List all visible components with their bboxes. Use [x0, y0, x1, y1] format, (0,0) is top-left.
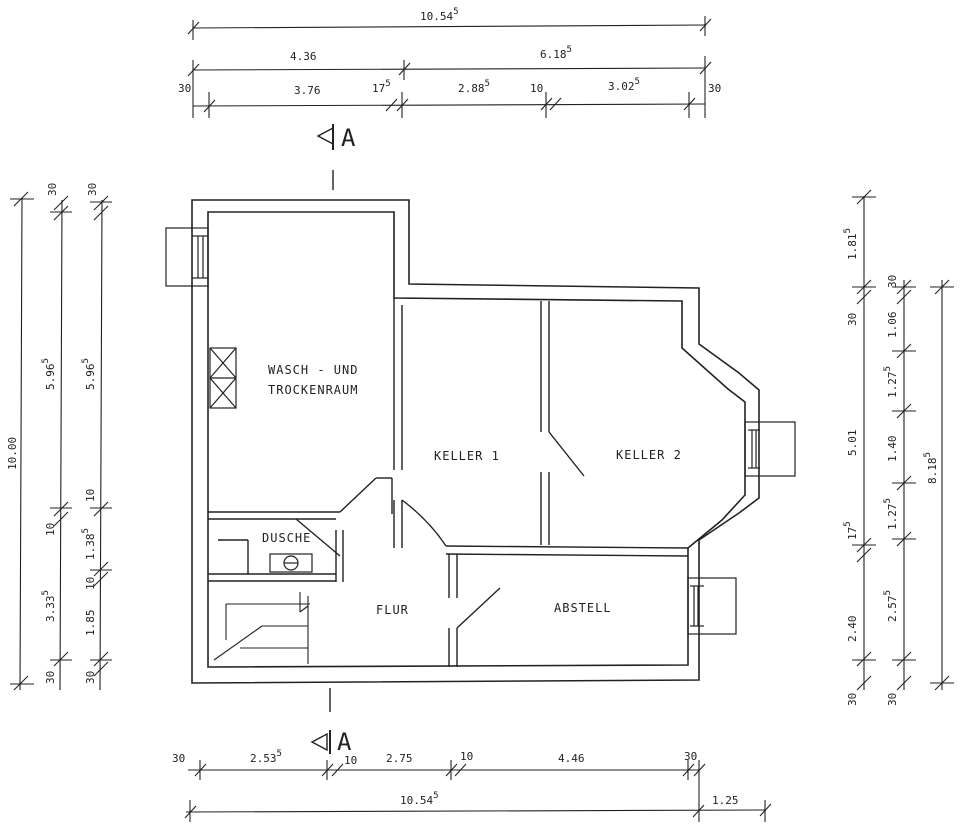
- bottom-wall2-label: 10: [344, 754, 357, 767]
- bottom-span1-label: 2.535: [250, 749, 282, 765]
- top-span3-label: 3.025: [608, 77, 640, 93]
- bottom-span2-label: 2.75: [386, 752, 413, 765]
- shower-fixture: [269, 553, 313, 573]
- top-span1-label: 3.76: [294, 84, 321, 97]
- top-wall2-label: 175: [372, 79, 391, 95]
- right-d-label: 1.40: [886, 436, 899, 463]
- vent-shaft: [209, 347, 237, 409]
- left-mid1-label: 5.965: [41, 358, 57, 390]
- right-e-label: 1.275: [883, 498, 899, 530]
- right-wall1-label: 30: [846, 313, 859, 326]
- left-wall-b-label: 10: [84, 489, 97, 502]
- left-wall-top2-label: 30: [86, 183, 99, 196]
- left-mid2-label: 5.965: [81, 358, 97, 390]
- bottom-wall-right-label: 30: [684, 750, 697, 763]
- right-dimensions: [852, 189, 954, 691]
- windows: [165, 227, 796, 635]
- left-low-label: 3.335: [41, 590, 57, 622]
- top-wall-left-label: 30: [178, 82, 191, 95]
- room-label-dusche: DUSCHE: [262, 531, 311, 545]
- staircase: [213, 592, 310, 664]
- room-label-flur: FLUR: [376, 603, 409, 617]
- room-label-wasch-1: WASCH - UND: [268, 363, 358, 377]
- top-wall3-label: 10: [530, 82, 543, 95]
- bottom-span3-label: 4.46: [558, 752, 585, 765]
- top-wall-right-label: 30: [708, 82, 721, 95]
- right-top-label: 1.815: [843, 228, 859, 260]
- section-label-top: A: [341, 124, 356, 152]
- left-m1-label: 1.385: [81, 528, 97, 560]
- top-right-label: 6.185: [540, 45, 572, 61]
- right-total-label: 8.185: [923, 452, 939, 484]
- right-h-label: 2.575: [883, 590, 899, 622]
- top-total-label: 10.545: [420, 7, 459, 23]
- interior-walls: [208, 298, 689, 667]
- bottom-wall3-label: 10: [460, 750, 473, 763]
- room-label-wasch-2: TROCKENRAUM: [268, 383, 358, 397]
- left-wall-top1-label: 30: [46, 183, 59, 196]
- left-wall-bot1-label: 30: [44, 671, 57, 684]
- bottom-total-label: 10.545: [400, 791, 439, 807]
- bottom-extra-label: 1.25: [712, 794, 739, 807]
- right-b-label: 1.275: [883, 366, 899, 398]
- room-label-keller-1: KELLER 1: [434, 449, 500, 463]
- left-wall-c-label: 10: [84, 577, 97, 590]
- top-dimensions: [187, 16, 712, 118]
- top-span2-label: 2.885: [458, 79, 490, 95]
- right-c-label: 5.01: [846, 430, 859, 457]
- room-label-keller-2: KELLER 2: [616, 448, 682, 462]
- top-left-label: 4.36: [290, 50, 317, 63]
- bottom-dimensions: [184, 760, 772, 822]
- right-g-label: 2.40: [846, 616, 859, 643]
- left-m2-label: 1.85: [84, 610, 97, 637]
- section-marker-top: A: [316, 124, 356, 190]
- room-label-abstell: ABSTELL: [554, 601, 612, 615]
- right-wall3-label: 30: [846, 693, 859, 706]
- left-total-label: 10.00: [6, 437, 19, 470]
- left-wall-a-label: 10: [44, 523, 57, 536]
- right-a-label: 1.06: [886, 312, 899, 339]
- left-wall-bot2-label: 30: [84, 671, 97, 684]
- bottom-wall-left-label: 30: [172, 752, 185, 765]
- right-wall4-label: 30: [886, 693, 899, 706]
- right-f-label: 175: [843, 521, 859, 540]
- left-dimensions: [10, 191, 112, 691]
- right-wall2-label: 30: [886, 275, 899, 288]
- section-label-bottom: A: [337, 728, 352, 756]
- section-marker-bottom: A: [310, 688, 352, 756]
